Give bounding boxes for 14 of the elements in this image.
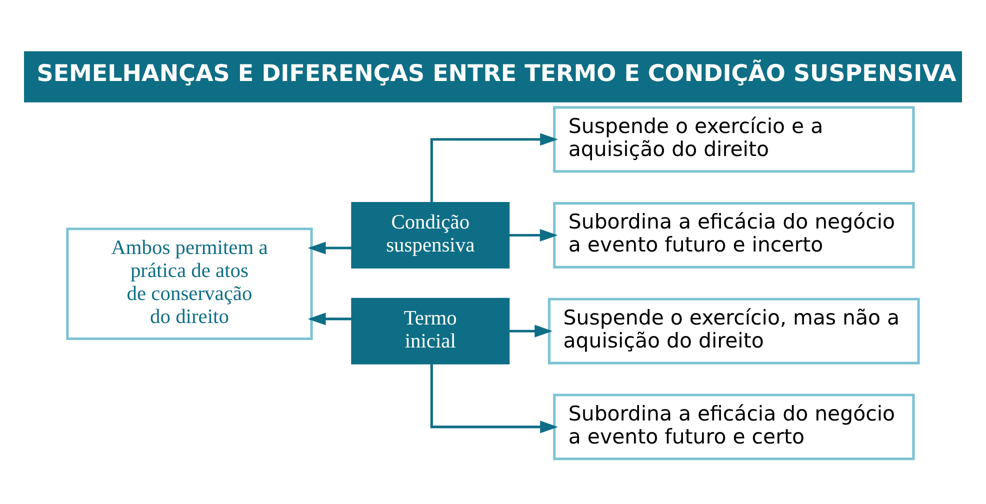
node-box: Ambos permitem a prática de atos de conservação do direito xyxy=(66,227,313,340)
arrow xyxy=(308,241,352,254)
node-box: Suspende o exercício, mas não a aquisição do direito xyxy=(548,297,920,364)
arrow xyxy=(430,363,558,433)
arrow xyxy=(430,132,558,202)
node-box: Suspende o exercício e a aquisição do direito xyxy=(553,106,915,172)
node-box: Condição suspensiva xyxy=(351,202,510,268)
diagram-title: SEMELHANÇAS E DIFERENÇAS ENTRE TERMO E CONDIÇÃO SUSPENSIVA xyxy=(36,60,956,87)
node-box: Subordina a eficácia do negócio a evento futuro e certo xyxy=(553,393,915,460)
arrow xyxy=(508,324,553,337)
node-box: Subordina a eficácia do negócio a evento futuro e incerto xyxy=(553,202,915,268)
arrow xyxy=(508,228,558,242)
node-box: Termo inicial xyxy=(351,297,510,364)
arrow xyxy=(308,312,352,325)
